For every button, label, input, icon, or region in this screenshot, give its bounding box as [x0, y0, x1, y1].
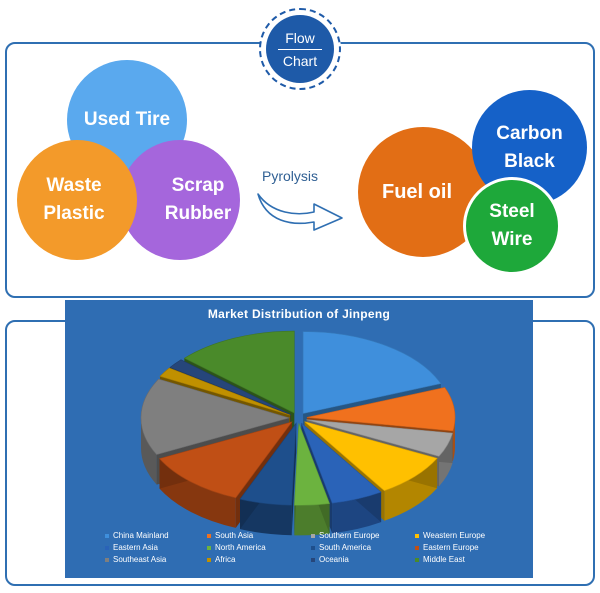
legend-item: South Asia: [207, 531, 311, 540]
pie-slice-8: [140, 378, 291, 455]
legend-swatch: [105, 557, 109, 562]
legend-swatch: [415, 545, 419, 550]
output-steel-wire-line-1: Steel: [489, 201, 535, 222]
pie-slice-wall-8: [141, 417, 157, 485]
legend-item: Oceania: [311, 555, 415, 564]
pie-slice-9: [159, 367, 291, 416]
legend-label: Southeast Asia: [113, 555, 167, 564]
legend-label: Weastern Europe: [423, 531, 486, 540]
pie-slice-7: [158, 421, 293, 499]
output-carbon-black-line-1: Carbon: [496, 122, 563, 144]
badge-line-1: Flow: [285, 29, 315, 46]
legend-item: Eastern Asia: [105, 543, 207, 552]
legend-swatch: [415, 557, 419, 562]
input-scrap-rubber-line-2: Rubber: [164, 203, 232, 224]
legend-label: Eastern Asia: [113, 543, 158, 552]
chart-title: Market Distribution of Jinpeng: [207, 307, 391, 321]
badge-line-2: Chart: [282, 52, 318, 69]
pie-slice-3: [304, 421, 438, 492]
legend-swatch: [207, 557, 211, 562]
process-label: Pyrolysis: [262, 168, 319, 184]
legend-label: Eastern Europe: [423, 543, 479, 552]
legend-item: Southern Europe: [311, 531, 415, 540]
chart-legend: China Mainland South Asia Southern Europe W…: [105, 531, 525, 564]
legend-item: Middle East: [415, 555, 525, 564]
legend-item: Africa: [207, 555, 311, 564]
pie-slice-2: [306, 419, 453, 457]
legend-swatch: [105, 533, 109, 538]
legend-label: Middle East: [423, 555, 465, 564]
input-waste-plastic-line-2: Plastic: [43, 203, 105, 224]
output-carbon-black-line-2: Black: [504, 150, 555, 172]
pie-slice-1: [306, 387, 456, 432]
legend-swatch: [105, 545, 109, 550]
pie-slice-10: [169, 359, 292, 415]
output-fuel-oil-label: Fuel oil: [382, 181, 452, 203]
legend-label: China Mainland: [113, 531, 169, 540]
pie-slice-wall-1: [452, 417, 455, 461]
legend-item: Southeast Asia: [105, 555, 207, 564]
pie-slice-5: [294, 423, 330, 506]
pie-slice-11: [183, 330, 295, 414]
legend-item: Eastern Europe: [415, 543, 525, 552]
pie-chart: [140, 330, 456, 536]
input-used-tire-label: Used Tire: [83, 109, 171, 130]
legend-item: South America: [311, 543, 415, 552]
legend-label: Oceania: [319, 555, 349, 564]
output-steel-wire-line-2: Wire: [491, 229, 533, 250]
output-steel-wire: Steel Wire: [463, 177, 561, 275]
input-waste-plastic-line-1: Waste: [46, 175, 102, 196]
pie-slice-wall-5: [294, 503, 330, 536]
legend-label: South Asia: [215, 531, 254, 540]
input-scrap-rubber-line-1: Scrap: [171, 175, 225, 196]
legend-swatch: [311, 545, 315, 550]
input-scrap-rubber: Scrap Rubber: [120, 140, 240, 260]
legend-swatch: [311, 557, 315, 562]
legend-swatch: [311, 533, 315, 538]
legend-item: China Mainland: [105, 531, 207, 540]
flow-chart-badge-inner: Flow Chart: [266, 15, 334, 83]
pie-slice-4: [301, 422, 382, 504]
legend-swatch: [207, 545, 211, 550]
legend-item: North America: [207, 543, 311, 552]
legend-label: Africa: [215, 555, 236, 564]
process-arrow-icon: [257, 193, 343, 231]
legend-label: South America: [319, 543, 372, 552]
pie-slice-0: [302, 331, 442, 414]
flow-chart-badge: Flow Chart: [259, 8, 341, 90]
market-distribution-chart: Market Distribution of Jinpeng China Mai…: [65, 300, 533, 578]
legend-swatch: [207, 533, 211, 538]
legend-item: Weastern Europe: [415, 531, 525, 540]
legend-swatch: [415, 533, 419, 538]
badge-divider: [278, 48, 322, 50]
input-waste-plastic: Waste Plastic: [17, 140, 137, 260]
legend-label: Southern Europe: [319, 531, 380, 540]
pie-slice-6: [239, 422, 297, 506]
legend-label: North America: [215, 543, 266, 552]
